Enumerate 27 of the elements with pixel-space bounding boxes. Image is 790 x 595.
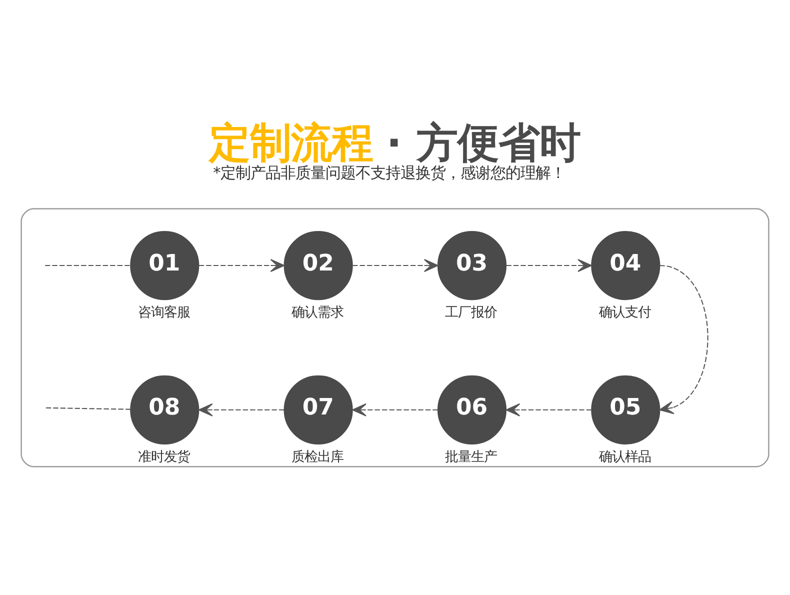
cluster xyxy=(20,208,770,467)
arrow xyxy=(352,258,438,272)
node-label: 确认需求 xyxy=(291,304,344,320)
node-circle: 07 xyxy=(284,374,353,444)
node-label: 工厂报价 xyxy=(445,304,498,320)
node-circle: 08 xyxy=(130,374,200,444)
node-label: 咨询客服 xyxy=(138,304,190,320)
arrow xyxy=(506,258,592,272)
node-label: 确认支付 xyxy=(598,304,651,320)
arrow xyxy=(506,402,592,416)
connector xyxy=(45,406,131,410)
node-circle: 03 xyxy=(437,230,507,300)
node-circle: 02 xyxy=(284,230,353,300)
arrow xyxy=(659,264,708,414)
node-label: 质检出库 xyxy=(291,449,344,464)
connector xyxy=(45,264,131,266)
node-circle: 04 xyxy=(591,230,660,300)
node-circle: 05 xyxy=(591,374,660,444)
arrow xyxy=(198,258,285,272)
arrow xyxy=(198,402,284,416)
node-circle: 01 xyxy=(130,230,200,300)
caption: *定制产品非质量问题不支持退换货，感谢您的理解！ xyxy=(212,163,566,182)
node-circle: 06 xyxy=(437,374,507,444)
node-label: 准时发货 xyxy=(138,449,190,464)
node-label: 确认样品 xyxy=(598,449,651,464)
node-label: 批量生产 xyxy=(445,449,498,464)
arrow xyxy=(352,402,438,416)
